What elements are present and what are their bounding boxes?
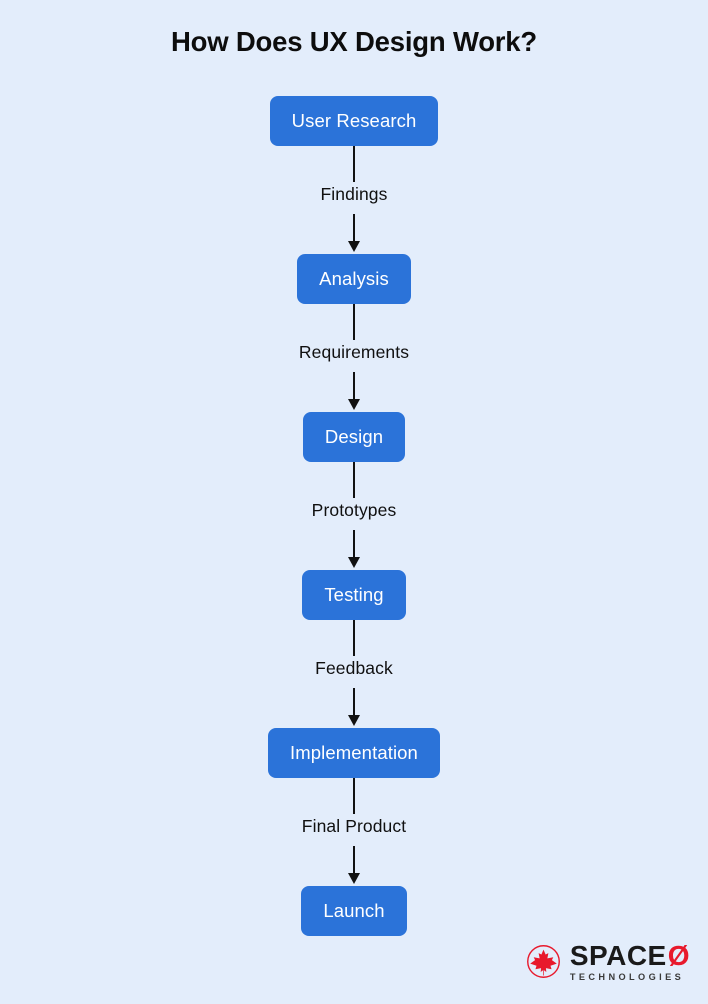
arrowhead-icon [348,241,360,252]
flow-node-analysis[interactable]: Analysis [297,254,411,304]
flow-node-implementation[interactable]: Implementation [268,728,440,778]
flowchart: User Research Findings Analysis Requirem… [0,96,708,936]
connector-line-upper [352,304,356,340]
connector-line-lower [352,688,356,716]
arrowhead-icon [348,399,360,410]
connector-line-upper [352,620,356,656]
logo-wordmark: SPACE Ø TECHNOLOGIES [569,939,690,982]
spaceo-logo: SPACE Ø TECHNOLOGIES [526,939,690,982]
arrowhead-icon [348,557,360,568]
logo-word-row: SPACE Ø [569,939,690,971]
flow-connector-prototypes: Prototypes [274,462,434,570]
page-title: How Does UX Design Work? [171,26,537,57]
connector-line-lower [352,530,356,558]
connector-label-requirements: Requirements [298,342,410,362]
flow-node-testing[interactable]: Testing [302,570,406,620]
logo-tagline: TECHNOLOGIES [569,971,685,982]
connector-label-prototypes: Prototypes [311,500,397,520]
connector-label-feedback: Feedback [315,658,393,678]
connector-line-upper [352,146,356,182]
flow-connector-final-product: Final Product [274,778,434,886]
logo-word-o-accent: Ø [667,939,690,971]
connector-line-lower [352,846,356,874]
connector-label-findings: Findings [320,184,388,204]
logo-word-space: SPACE [569,939,667,971]
flow-node-launch[interactable]: Launch [301,886,407,936]
flow-connector-feedback: Feedback [274,620,434,728]
connector-line-upper [352,462,356,498]
arrowhead-icon [348,873,360,884]
connector-line-upper [352,778,356,814]
flow-node-user-research[interactable]: User Research [269,96,439,146]
flow-connector-findings: Findings [274,146,434,254]
maple-leaf-circle-icon [526,945,560,979]
arrowhead-icon [348,715,360,726]
flow-connector-requirements: Requirements [274,304,434,412]
connector-line-lower [352,372,356,400]
flow-node-design[interactable]: Design [302,412,406,462]
connector-line-lower [352,214,356,242]
connector-label-final-product: Final Product [301,816,407,836]
